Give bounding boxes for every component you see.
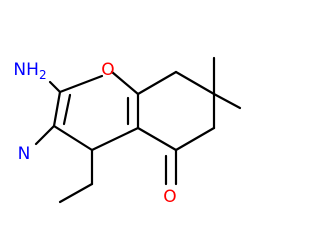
bond-c8-c7 bbox=[174, 70, 216, 96]
structure-canvas: NH2 O O N bbox=[13, 56, 242, 207]
bond-amine-c2 bbox=[48, 80, 62, 94]
bond-c5-c4a bbox=[136, 126, 178, 152]
bond-ethyl-ch2-ch3 bbox=[58, 182, 94, 204]
bond-c2-c3 bbox=[52, 90, 62, 128]
amine-label: NH2 bbox=[13, 60, 46, 82]
bond-c7-methyl-b bbox=[212, 92, 242, 110]
amine-nitrogen-symbol: N bbox=[13, 60, 26, 80]
ring-oxygen-label: O bbox=[101, 60, 114, 80]
bond-c3-c4 bbox=[52, 124, 94, 152]
ketone-oxygen-label: O bbox=[163, 187, 176, 207]
nitrile-nitrogen-label: N bbox=[18, 144, 31, 164]
bond-ring-oxygen-c8a bbox=[110, 70, 140, 96]
bond-c8a-c8 bbox=[136, 70, 178, 96]
atom-label-layer: NH2 O O N bbox=[13, 60, 176, 207]
bond-c2-ring-oxygen bbox=[58, 74, 104, 94]
amine-hydrogen-count: 2 bbox=[39, 68, 47, 82]
bond-layer bbox=[34, 56, 242, 204]
bond-c4-c4a bbox=[90, 126, 140, 152]
bond-c3-nitrile-carbon bbox=[34, 124, 56, 146]
bond-c2-c3-double bbox=[62, 93, 72, 126]
chemical-structure-diagram: NH2 O O N bbox=[13, 56, 242, 207]
bond-c6-c5 bbox=[174, 126, 216, 152]
amine-hydrogen-symbol: H bbox=[26, 60, 39, 80]
